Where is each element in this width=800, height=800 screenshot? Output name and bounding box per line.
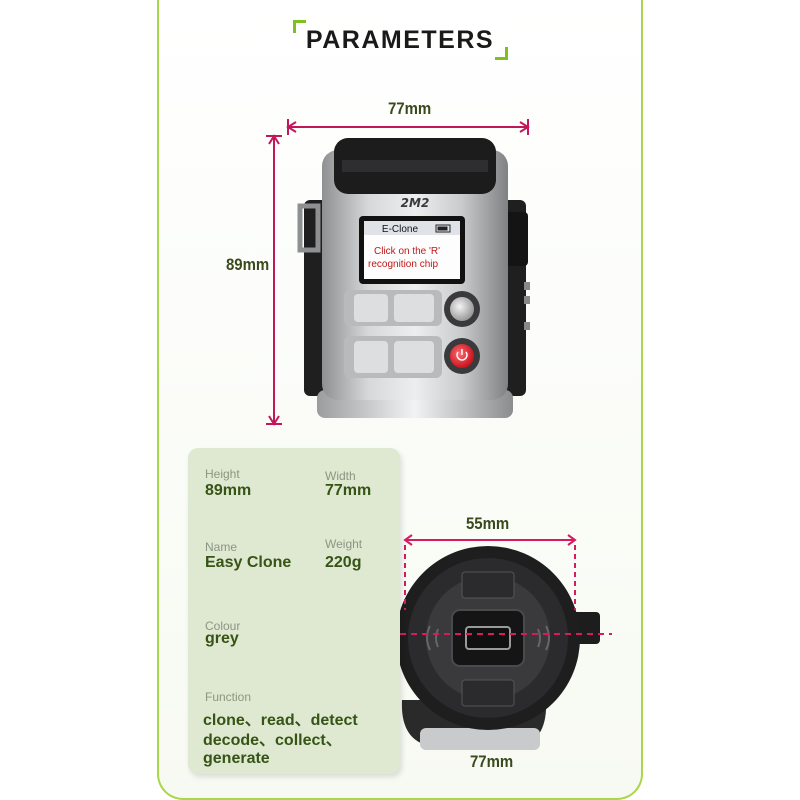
title-bracket-right (495, 47, 508, 60)
colour-label: Colour (205, 619, 241, 633)
inner-width-dimension-label: 55mm (465, 514, 510, 533)
page-title: PARAMETERS (305, 26, 495, 54)
screen-line-2: recognition chip (368, 259, 438, 270)
function-label: Function (205, 690, 252, 704)
colour-value: grey (205, 630, 239, 647)
screen-line-1: Click on the 'R' (374, 246, 440, 257)
weight-label: Weight (325, 537, 363, 551)
screen-title: E-Clone (382, 224, 419, 235)
name-label: Name (205, 540, 238, 554)
height-label: Height (205, 467, 240, 481)
brand-logo: 2M2 (401, 196, 430, 210)
spec-panel: Height 89mm Width 77mm Name Easy Clone W… (188, 448, 400, 774)
weight-value: 220g (325, 554, 362, 571)
function-line-1: clone、read、detect (203, 712, 358, 729)
width-value: 77mm (325, 482, 372, 499)
device-top-view (356, 534, 612, 750)
dimension-lines (266, 119, 530, 426)
width-dimension-label: 77mm (387, 99, 432, 118)
title-bracket-left (293, 20, 306, 33)
function-line-2: decode、collect、generate (203, 732, 342, 767)
device-front-view: 2M2 E-Clone Click on the 'R' recognition… (297, 138, 530, 418)
width-label: Width (325, 469, 356, 483)
power-button-icon (450, 344, 474, 368)
height-value: 89mm (205, 482, 252, 499)
height-dimension-label: 89mm (225, 255, 270, 274)
bottom-width-dimension-label: 77mm (469, 752, 514, 771)
name-value: Easy Clone (205, 554, 292, 571)
